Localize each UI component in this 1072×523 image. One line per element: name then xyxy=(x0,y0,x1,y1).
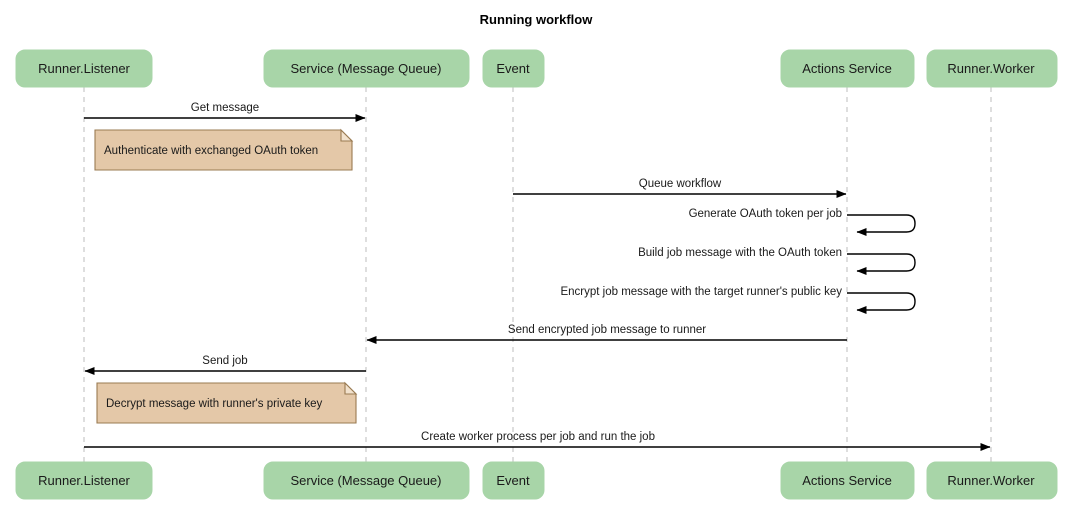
participant-service-message-queue-top[interactable]: Service (Message Queue) xyxy=(263,49,470,88)
participant-label: Event xyxy=(496,473,530,488)
message-send-job[interactable]: Send job xyxy=(84,355,366,375)
participant-label: Service (Message Queue) xyxy=(290,473,441,488)
participant-label: Actions Service xyxy=(802,61,892,76)
message-queue-workflow[interactable]: Queue workflow xyxy=(513,178,847,198)
note-fold-corner-icon xyxy=(344,381,358,395)
participant-box xyxy=(15,461,153,500)
participant-service-message-queue-bottom[interactable]: Service (Message Queue) xyxy=(263,461,470,500)
participant-box xyxy=(482,461,545,500)
participant-label: Runner.Worker xyxy=(947,473,1035,488)
participant-runner-worker-bottom[interactable]: Runner.Worker xyxy=(926,461,1058,500)
message-create-worker-process-per-job-and-run-the-job[interactable]: Create worker process per job and run th… xyxy=(84,431,991,451)
participant-event-bottom[interactable]: Event xyxy=(482,461,545,500)
participant-label: Runner.Worker xyxy=(947,61,1035,76)
participants-top-layer: Runner.Listener Service (Message Queue) Ev… xyxy=(15,49,1058,88)
participant-actions-service-top[interactable]: Actions Service xyxy=(780,49,915,88)
message-send-encrypted-job-message-to-runner[interactable]: Send encrypted job message to runner xyxy=(366,324,847,344)
participant-label: Event xyxy=(496,61,530,76)
message-get-message[interactable]: Get message xyxy=(84,102,366,122)
participant-box xyxy=(926,49,1058,88)
participants-bottom-layer: Runner.Listener Service (Message Queue) Ev… xyxy=(15,461,1058,500)
participant-box xyxy=(780,49,915,88)
message-generate-oauth-token-per-job[interactable]: Generate OAuth token per job xyxy=(689,208,916,236)
participant-box xyxy=(15,49,153,88)
message-build-job-message-with-the-oauth-token[interactable]: Build job message with the OAuth token xyxy=(638,247,916,275)
participant-label: Actions Service xyxy=(802,473,892,488)
participant-box xyxy=(263,461,470,500)
message-label: Build job message with the OAuth token xyxy=(638,247,842,259)
notes-layer: Authenticate with exchanged OAuth tokenD… xyxy=(94,128,358,424)
message-label: Generate OAuth token per job xyxy=(689,208,842,220)
note-fold-corner-icon xyxy=(340,128,354,142)
note-authenticate-with-exchanged-oauth-token: Authenticate with exchanged OAuth token xyxy=(94,128,354,171)
participant-label: Service (Message Queue) xyxy=(290,61,441,76)
note-label: Authenticate with exchanged OAuth token xyxy=(104,145,318,157)
message-label: Send encrypted job message to runner xyxy=(508,324,706,336)
message-label: Get message xyxy=(191,102,259,114)
note-decrypt-message-with-runners-private-key: Decrypt message with runner's private ke… xyxy=(96,381,358,424)
participant-label: Runner.Listener xyxy=(38,473,130,488)
participant-box xyxy=(263,49,470,88)
note-body xyxy=(96,382,357,424)
message-line xyxy=(847,253,916,275)
message-label: Queue workflow xyxy=(639,178,722,190)
note-label: Decrypt message with runner's private ke… xyxy=(106,398,323,410)
diagram-title: Running workflow xyxy=(480,12,594,27)
message-line xyxy=(847,214,916,236)
note-body xyxy=(94,129,353,171)
lifelines-layer xyxy=(83,87,992,462)
participant-box xyxy=(780,461,915,500)
participant-box xyxy=(926,461,1058,500)
participant-label: Runner.Listener xyxy=(38,61,130,76)
participant-event-top[interactable]: Event xyxy=(482,49,545,88)
message-label: Create worker process per job and run th… xyxy=(421,431,655,443)
participant-runner-listener-bottom[interactable]: Runner.Listener xyxy=(15,461,153,500)
message-encrypt-job-message-with-the-target-runners-public-key[interactable]: Encrypt job message with the target runn… xyxy=(560,286,916,314)
participant-box xyxy=(482,49,545,88)
participant-actions-service-bottom[interactable]: Actions Service xyxy=(780,461,915,500)
participant-runner-worker-top[interactable]: Runner.Worker xyxy=(926,49,1058,88)
message-label: Send job xyxy=(202,355,247,367)
message-line xyxy=(847,292,916,314)
message-label: Encrypt job message with the target runn… xyxy=(560,286,842,298)
participant-runner-listener-top[interactable]: Runner.Listener xyxy=(15,49,153,88)
